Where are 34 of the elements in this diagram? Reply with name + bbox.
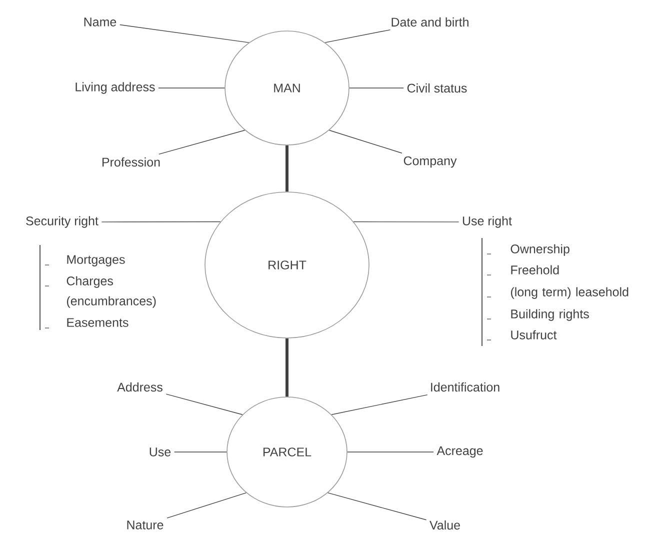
connector-line	[327, 492, 427, 520]
attribute-label: Address	[117, 382, 162, 392]
attribute-label: Profession	[102, 157, 160, 167]
list-item: Building rights	[511, 309, 589, 321]
connector-line	[101, 221, 221, 222]
attribute-label: Value	[430, 520, 460, 530]
attribute-label: Identification	[431, 382, 500, 392]
list-item: Freehold	[511, 265, 559, 274]
list-item: Easements	[67, 318, 128, 327]
attribute-label: Name	[84, 18, 116, 26]
attribute-label: Nature	[127, 520, 164, 530]
connector-line	[158, 130, 246, 155]
attribute-label: Use	[150, 448, 171, 456]
list-item: Usufruct	[511, 330, 557, 340]
connector-line	[353, 221, 460, 222]
attribute-label: Security right	[26, 216, 98, 228]
connector-line	[324, 29, 391, 43]
list-item: Ownership	[510, 244, 570, 256]
connector-line	[166, 394, 243, 415]
attribute-label: Living address	[76, 82, 155, 94]
connector-line	[328, 130, 402, 154]
list-item: Charges (encumbrances)	[66, 276, 156, 308]
connector-line	[166, 492, 247, 518]
connector-line	[286, 338, 288, 397]
attribute-label: Date and birth	[392, 17, 468, 27]
attribute-label: Company	[404, 156, 457, 168]
attribute-label: Civil status	[407, 83, 467, 93]
list-item: Mortgages	[67, 255, 125, 266]
list-item: (long term) leasehold	[510, 287, 628, 299]
attribute-label: Use right	[462, 216, 512, 228]
connector-line	[286, 145, 288, 192]
connector-line	[331, 394, 428, 415]
attribute-label: Acreage	[436, 446, 483, 458]
connector-line	[120, 24, 250, 43]
